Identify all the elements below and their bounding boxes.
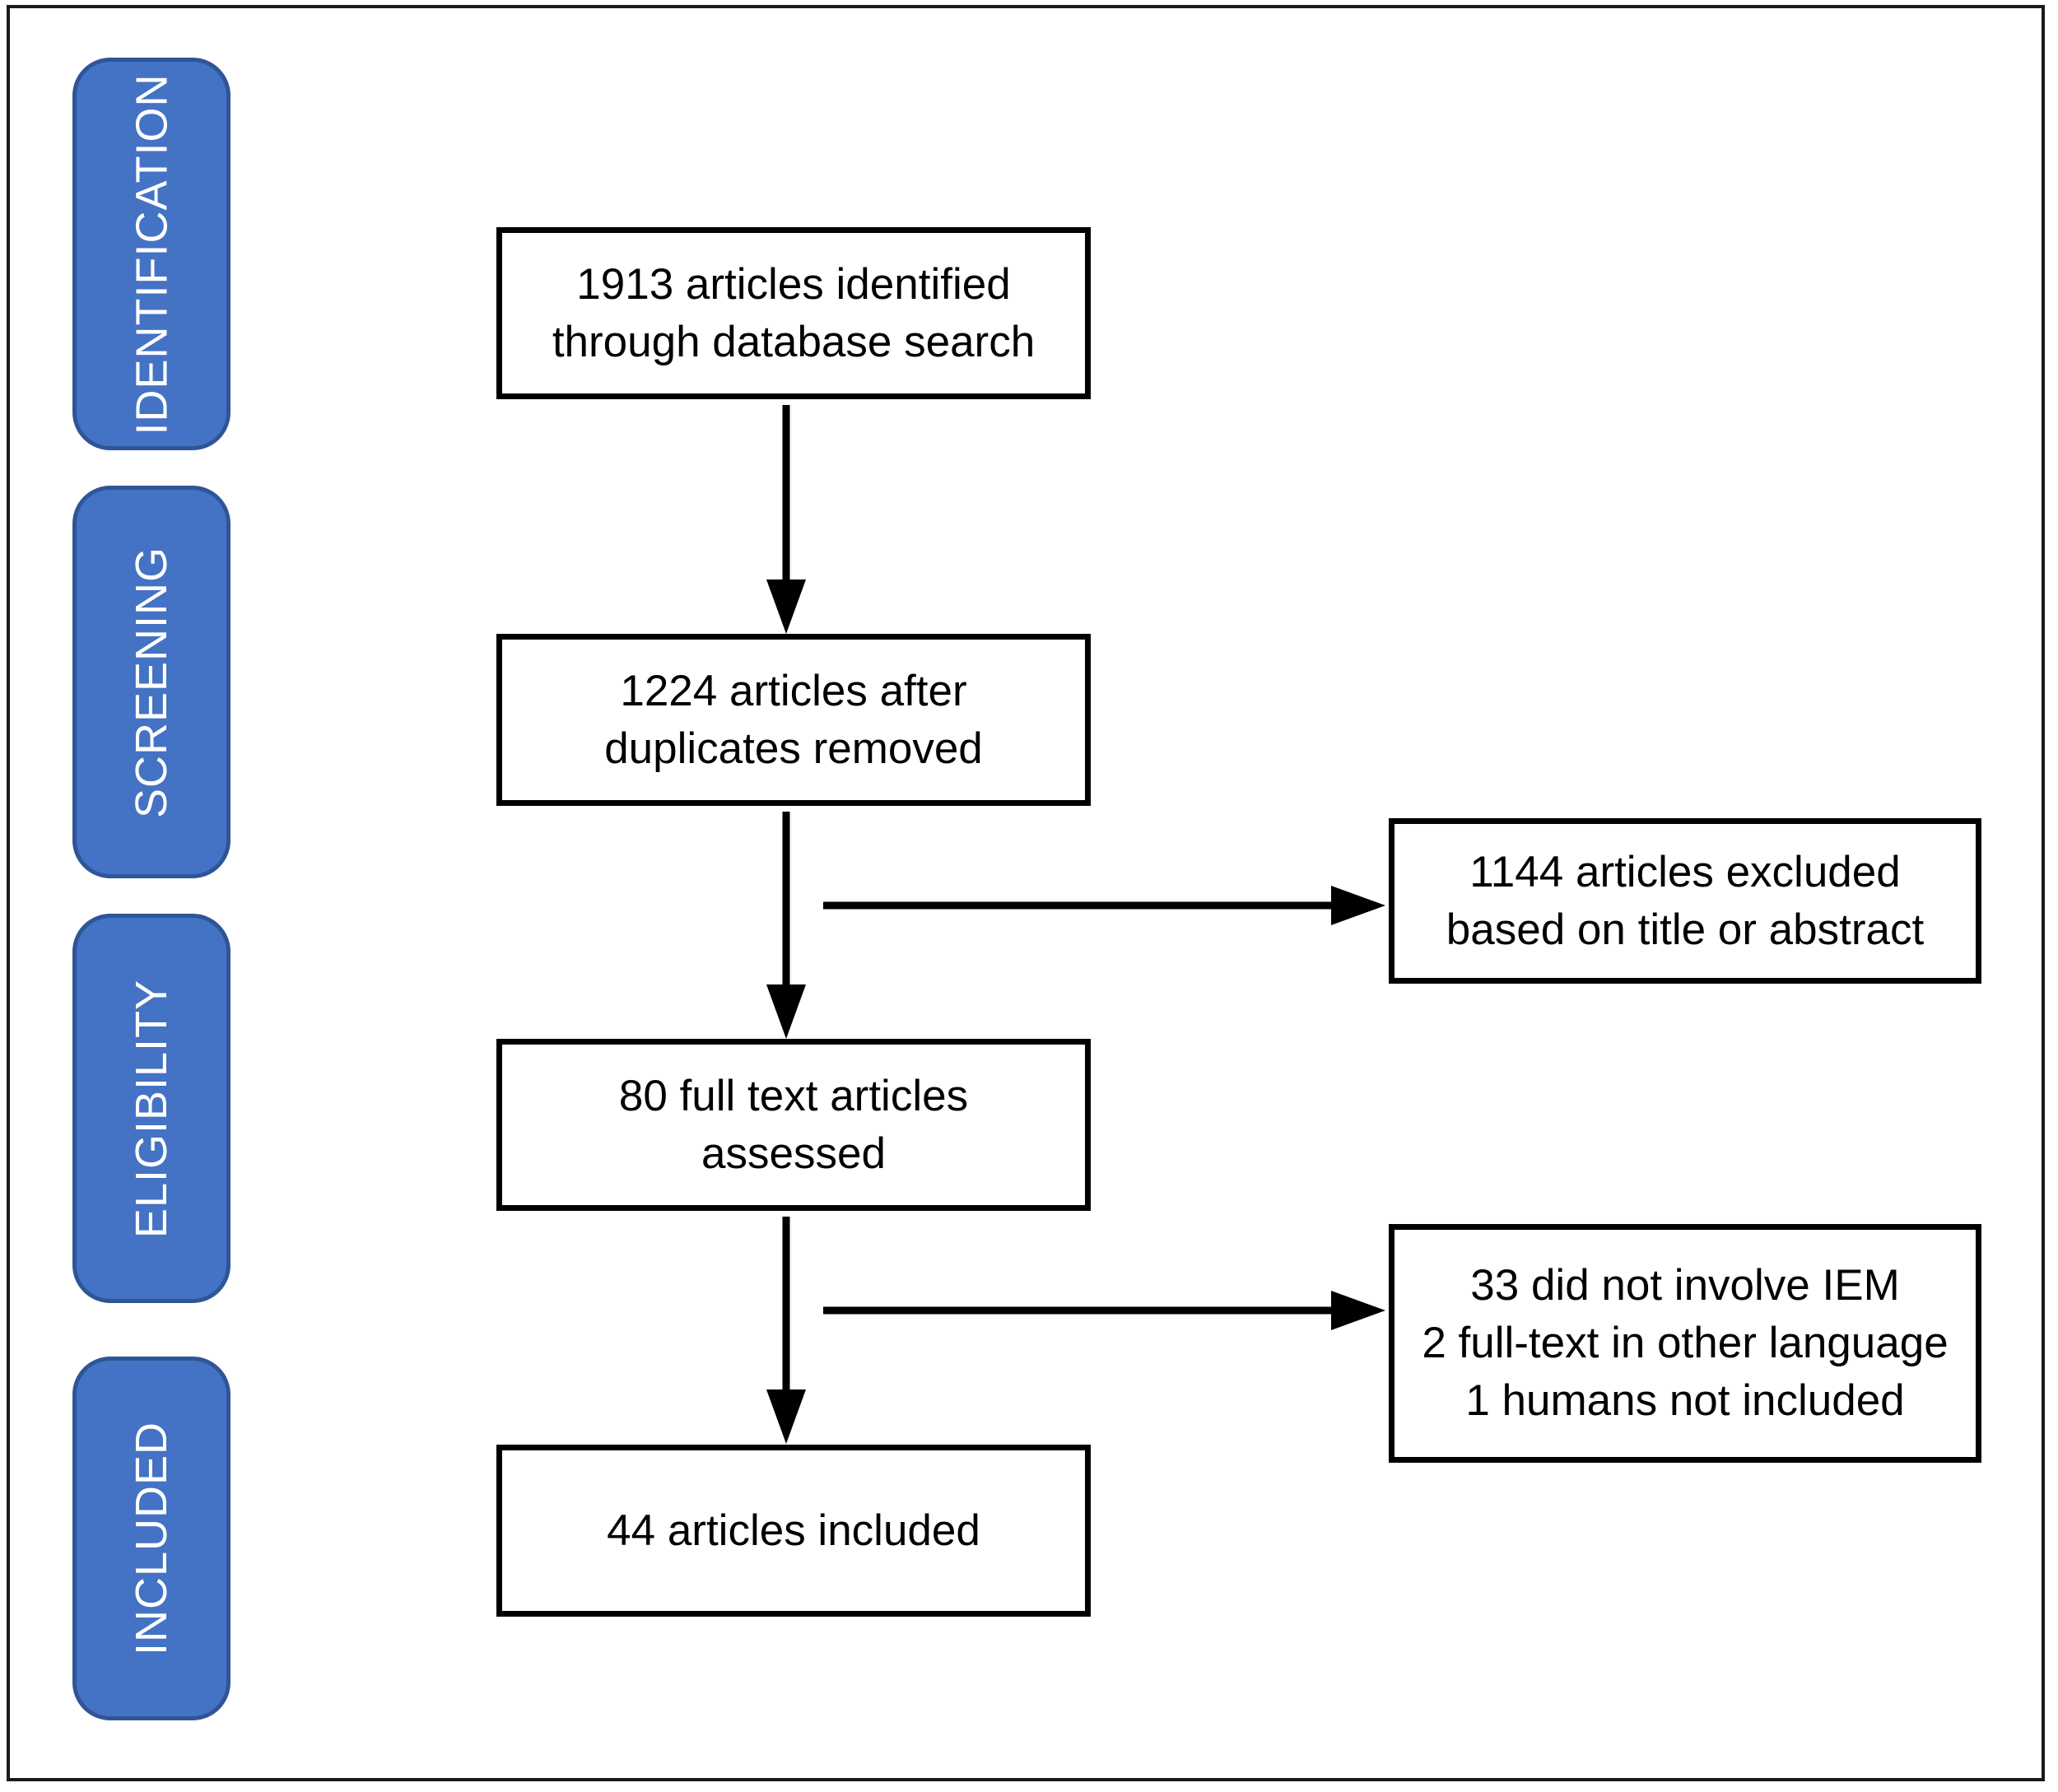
exclusion-box-title-abstract: 1144 articles excluded based on title or… <box>1389 818 1981 984</box>
stage-chip-included: INCLUDED <box>72 1357 230 1720</box>
flow-box-identified: 1913 articles identified through databas… <box>496 227 1091 399</box>
stage-label-eligibility: ELIGIBILITY <box>127 979 176 1238</box>
arrow-duplicates-to-fulltext <box>766 812 815 1045</box>
stage-chip-screening: SCREENING <box>72 486 230 878</box>
stage-chip-eligibility: ELIGIBILITY <box>72 914 230 1303</box>
arrow-duplicates-to-excluded <box>823 881 1399 930</box>
exclusion-box-full-text-text: 33 did not involve IEM 2 full-text in ot… <box>1422 1261 1949 1425</box>
flow-box-after-duplicates: 1224 articles after duplicates removed <box>496 634 1091 806</box>
flow-box-full-text-assessed-text: 80 full text articles assessed <box>618 1071 969 1178</box>
flow-box-articles-included: 44 articles included <box>496 1445 1091 1617</box>
stage-label-included: INCLUDED <box>127 1421 177 1656</box>
arrow-identified-to-duplicates <box>766 405 815 640</box>
arrow-fulltext-to-included <box>766 1217 815 1450</box>
flow-box-articles-included-text: 44 articles included <box>607 1506 980 1555</box>
stage-label-screening: SCREENING <box>127 546 177 818</box>
flow-box-identified-text: 1913 articles identified through databas… <box>552 259 1036 366</box>
flow-box-full-text-assessed: 80 full text articles assessed <box>496 1039 1091 1211</box>
exclusion-box-full-text: 33 did not involve IEM 2 full-text in ot… <box>1389 1224 1981 1463</box>
stage-label-identification: IDENTIFICATION <box>127 73 176 435</box>
flow-box-after-duplicates-text: 1224 articles after duplicates removed <box>604 666 983 773</box>
exclusion-box-title-abstract-text: 1144 articles excluded based on title or… <box>1446 847 1925 954</box>
stage-chip-identification: IDENTIFICATION <box>72 58 230 450</box>
arrow-fulltext-to-excluded <box>823 1286 1399 1335</box>
